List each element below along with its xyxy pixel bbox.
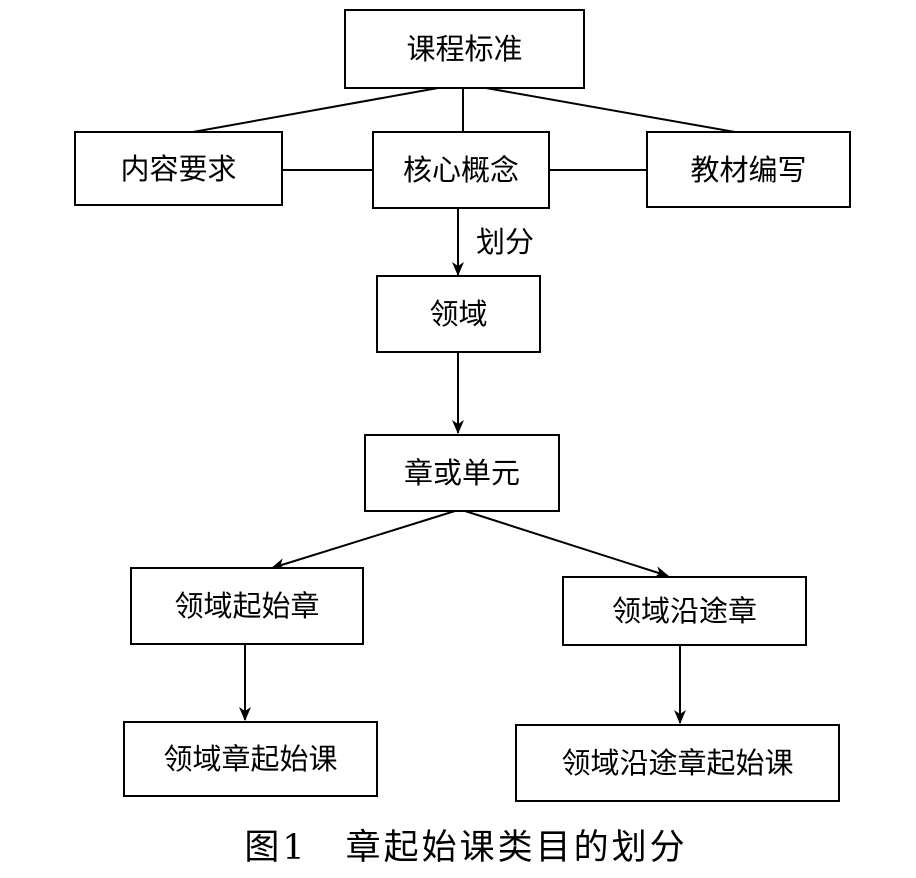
connector-standard-to-textbook	[485, 87, 736, 133]
connector-standard-to-content	[192, 87, 439, 133]
node-core-concepts-label: 核心概念	[403, 153, 519, 187]
node-domain-label: 领域	[429, 297, 487, 331]
node-domain-along-chapter-label: 领域沿途章	[612, 594, 757, 628]
node-content-requirements: 内容要求	[74, 131, 283, 206]
arrow-chapter-to-along-chapter	[464, 510, 669, 578]
node-domain-chapter-starting-lesson: 领域章起始课	[123, 721, 378, 797]
arrow-chapter-to-starting-chapter	[271, 510, 456, 570]
node-chapter-or-unit-label: 章或单元	[404, 456, 520, 490]
node-domain-along-chapter-starting-lesson-label: 领域沿途章起始课	[561, 746, 793, 780]
node-domain-starting-chapter-label: 领域起始章	[174, 589, 319, 623]
figure-caption: 图1 章起始课类目的划分	[244, 828, 687, 868]
node-textbook-writing-label: 教材编写	[690, 153, 806, 187]
node-curriculum-standard-label: 课程标准	[406, 32, 522, 66]
node-domain-along-chapter: 领域沿途章	[562, 576, 807, 646]
node-curriculum-standard: 课程标准	[344, 9, 585, 89]
node-textbook-writing: 教材编写	[646, 131, 851, 208]
divide-label: 划分	[476, 225, 534, 259]
node-core-concepts: 核心概念	[372, 131, 550, 209]
node-domain-starting-chapter: 领域起始章	[130, 567, 364, 645]
node-domain: 领域	[376, 275, 541, 353]
node-chapter-or-unit: 章或单元	[364, 434, 560, 512]
node-content-requirements-label: 内容要求	[120, 152, 236, 186]
node-domain-chapter-starting-lesson-label: 领域章起始课	[163, 742, 337, 776]
node-domain-along-chapter-starting-lesson: 领域沿途章起始课	[515, 724, 840, 802]
